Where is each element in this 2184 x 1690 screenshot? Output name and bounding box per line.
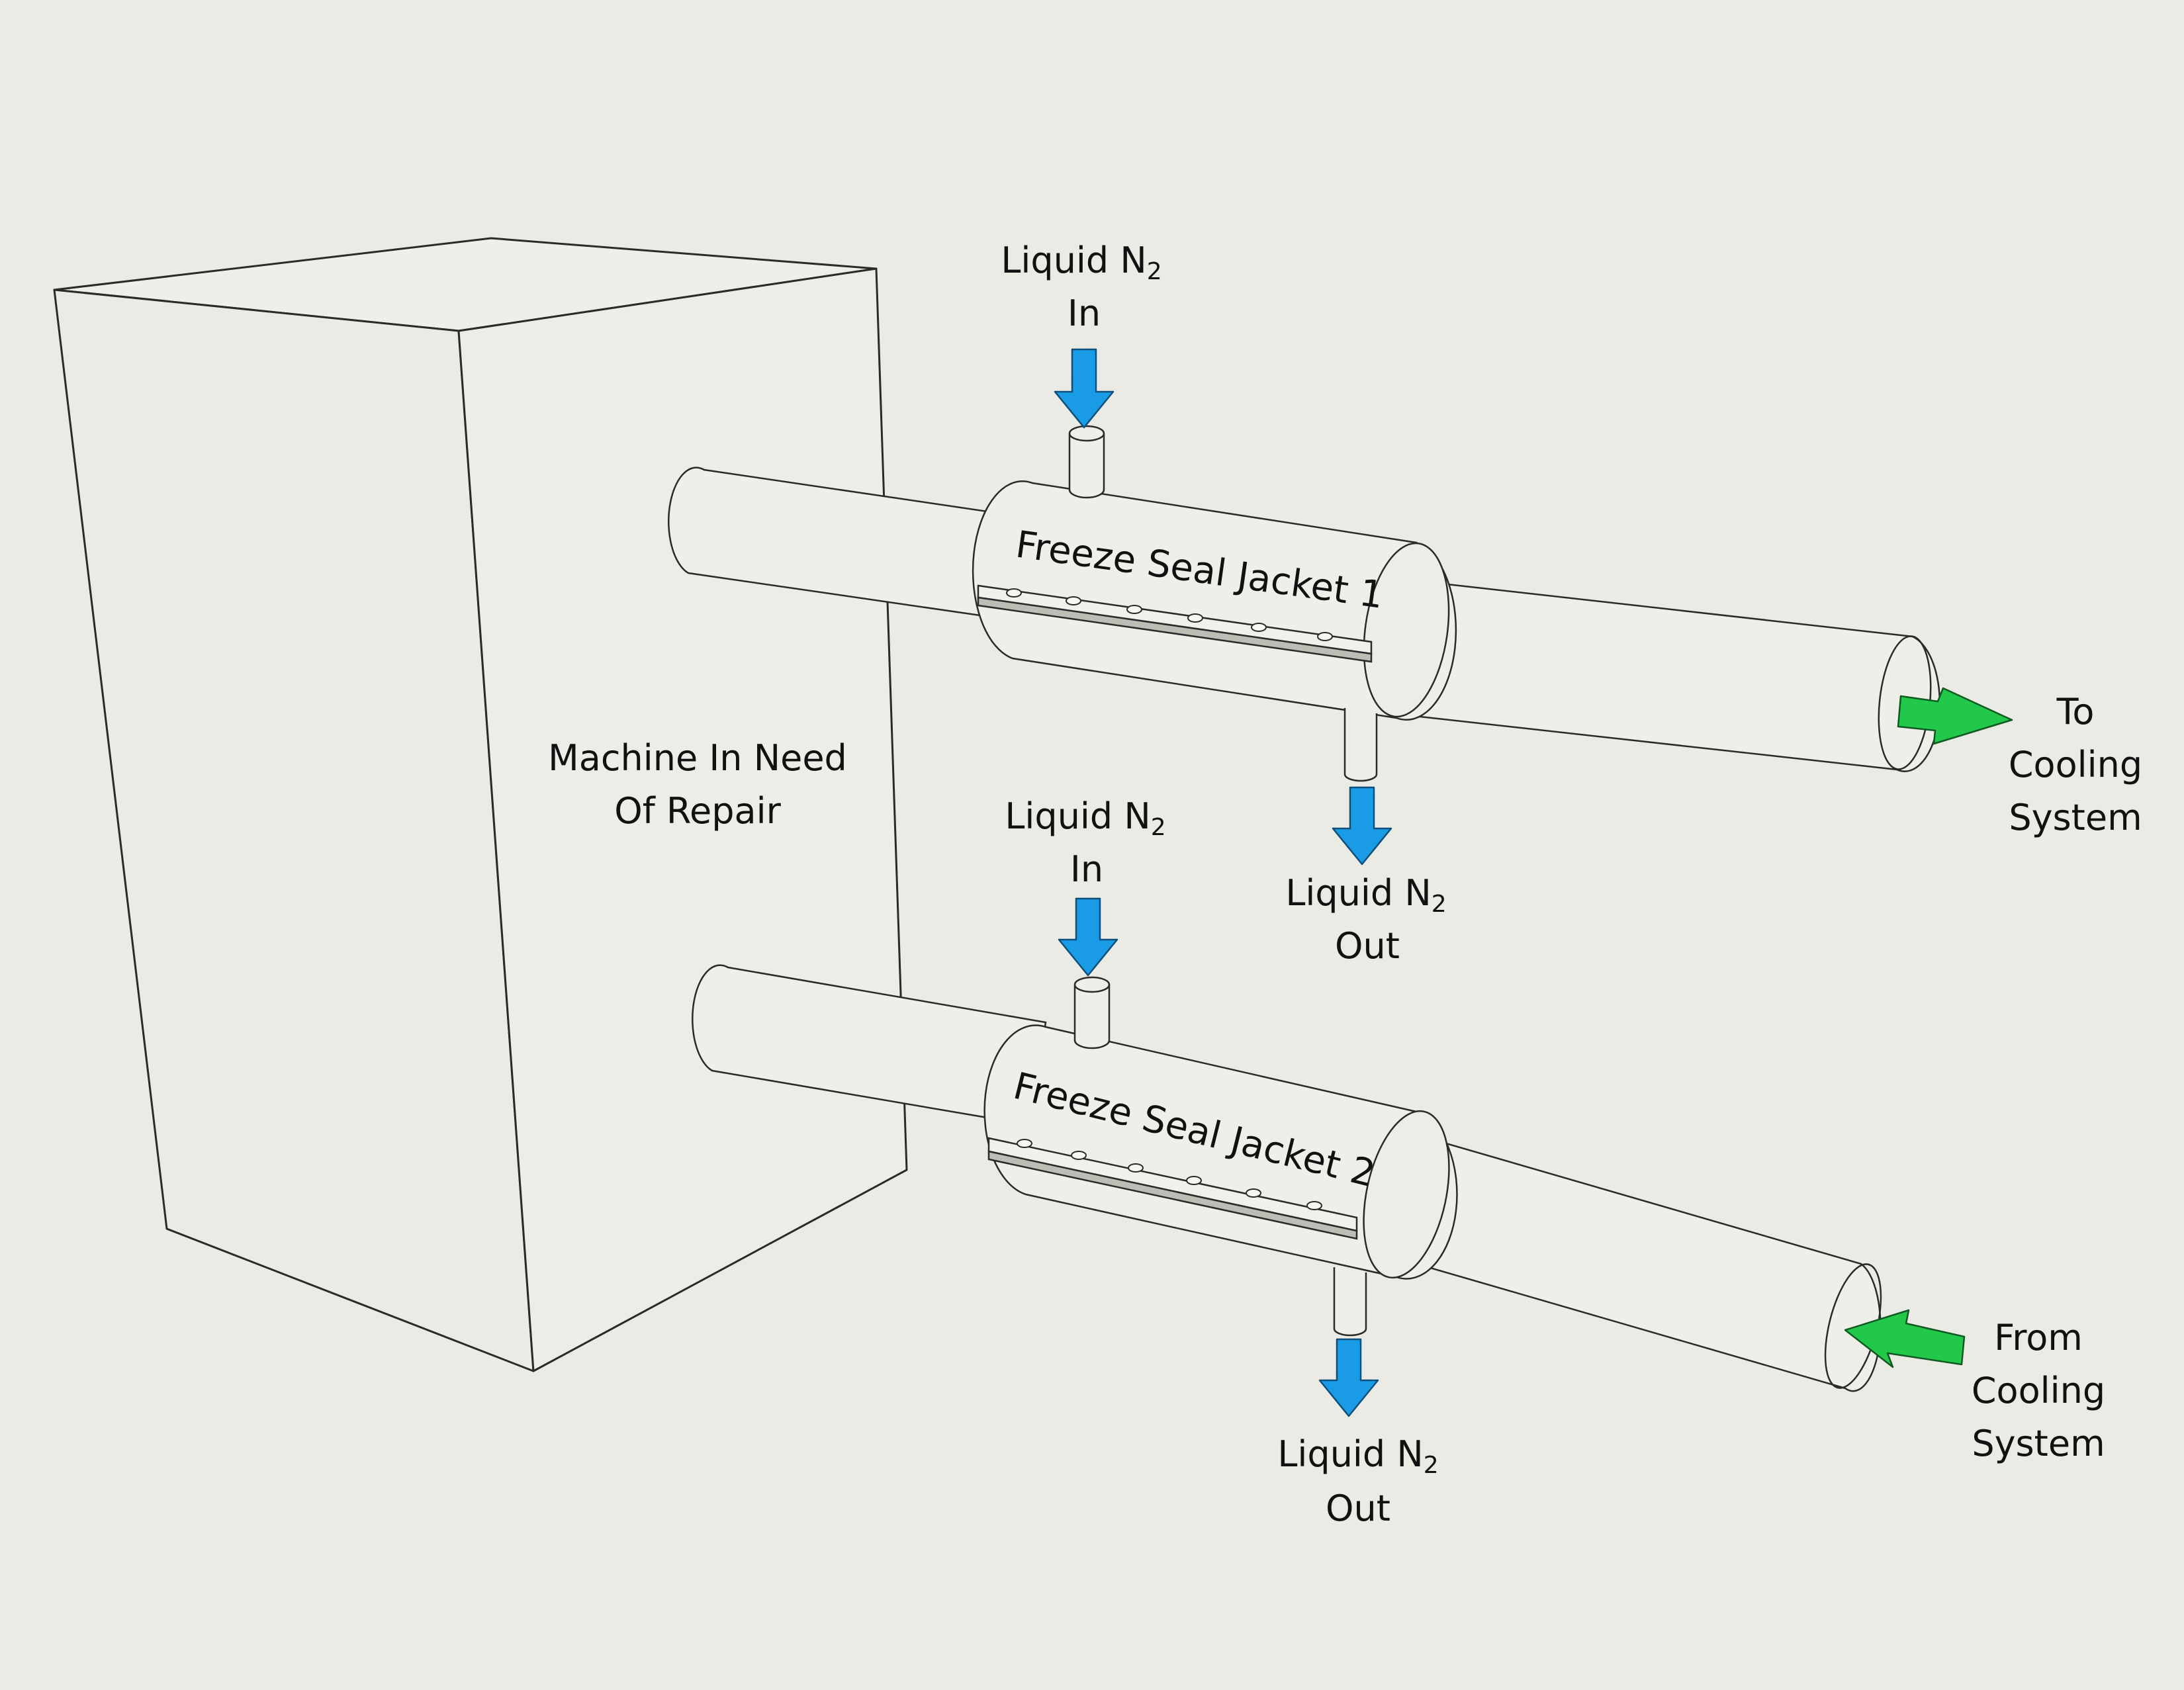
from-cooling-line1: From <box>1994 1317 2083 1358</box>
to-cooling-line3: System <box>2009 797 2142 838</box>
jacket-2-end-ring <box>1363 1110 1450 1279</box>
n2-out-arrow-2 <box>1318 1338 1379 1417</box>
pipe-assembly-2 <box>691 964 1882 1392</box>
n2-in-1-label: Liquid N2 <box>1001 240 1161 285</box>
jacket-1-inlet-port-top <box>1068 425 1105 442</box>
n2-out-2-sublabel: Out <box>1326 1488 1390 1529</box>
to-cooling-arrow <box>1897 687 2013 745</box>
jacket-1-body <box>972 480 1457 721</box>
n2-out-1-label: Liquid N2 <box>1285 872 1446 918</box>
from-cooling-line3: System <box>1972 1423 2105 1464</box>
jacket-1-end-ring <box>1363 542 1450 718</box>
jacket-2-inlet-port <box>1073 985 1111 1049</box>
jacket-2-inlet-port-top <box>1073 976 1111 993</box>
jacket-2-outlet-port <box>1333 1267 1367 1337</box>
machine-label-line1: Machine In Need <box>548 737 847 779</box>
jacket-2-bolts <box>1017 1139 1322 1210</box>
n2-out-1-sublabel: Out <box>1335 925 1400 967</box>
jacket-1-flange-edge <box>977 596 1373 663</box>
n2-in-2-label: Liquid N2 <box>1005 795 1165 841</box>
jacket-1-bolts <box>1006 588 1333 641</box>
machine-label-line2: Of Repair <box>614 790 781 832</box>
jacket-1-inlet-port <box>1068 433 1105 499</box>
n2-in-arrow-1 <box>1054 348 1115 429</box>
n2-in-arrow-2 <box>1058 897 1118 977</box>
n2-out-2-label: Liquid N2 <box>1277 1433 1438 1479</box>
pipe-assembly-1 <box>667 425 1941 782</box>
jacket-1-outlet-port <box>1343 708 1378 782</box>
to-cooling-line2: Cooling <box>2009 744 2142 785</box>
pipe-1-left-segment <box>667 467 1034 622</box>
n2-in-1-sublabel: In <box>1068 292 1101 334</box>
n2-in-2-sublabel: In <box>1070 848 1103 890</box>
from-cooling-arrow <box>1844 1309 1966 1368</box>
n2-out-arrow-1 <box>1332 786 1392 866</box>
from-cooling-line2: Cooling <box>1972 1370 2105 1411</box>
jacket-2-flange-edge <box>987 1150 1358 1240</box>
to-cooling-line1: To <box>2056 691 2095 733</box>
pipe-2-left-segment <box>691 964 1047 1126</box>
